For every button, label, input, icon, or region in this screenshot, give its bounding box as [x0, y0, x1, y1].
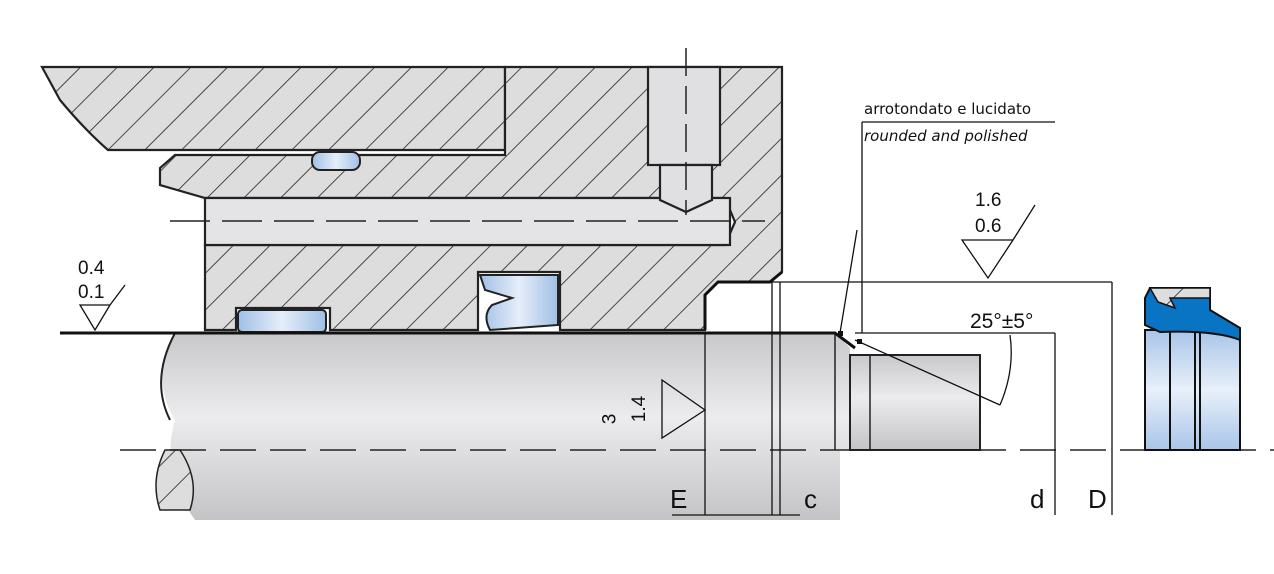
chamfer-roughness-lower: 1.4	[629, 395, 651, 423]
dimension-E: E	[670, 484, 688, 514]
note-english: rounded and polished	[864, 127, 1028, 145]
groove-roughness-upper: 0.4	[78, 258, 105, 279]
housing	[40, 65, 784, 332]
seal-profile	[1144, 287, 1241, 451]
rod-roughness-lower: 0.6	[975, 216, 1002, 237]
u-seal	[478, 274, 559, 332]
dimension-d: d	[1030, 484, 1045, 514]
shaft	[155, 332, 981, 520]
note-italian: arrotondato e lucidato	[864, 100, 1032, 118]
o-ring	[311, 151, 361, 171]
dimension-c: c	[804, 484, 817, 514]
guide-ring	[237, 309, 327, 333]
groove-roughness-lower: 0.1	[78, 282, 105, 303]
chamfer-angle: 25°±5°	[970, 310, 1034, 333]
rod-roughness-upper: 1.6	[975, 190, 1002, 211]
dimension-D: D	[1088, 484, 1107, 514]
chamfer-roughness-upper: 3	[599, 413, 621, 425]
